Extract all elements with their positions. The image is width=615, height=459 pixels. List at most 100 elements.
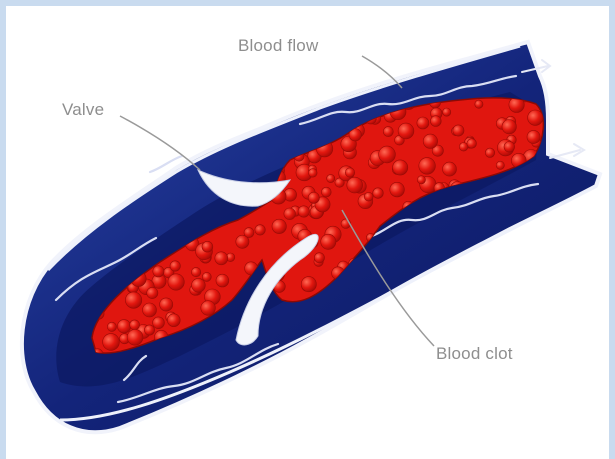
frame-right-band	[609, 0, 615, 459]
clot-cell	[165, 110, 174, 119]
clot-cell	[123, 170, 135, 182]
clot-cell	[95, 147, 105, 157]
clot-cell	[202, 272, 211, 281]
clot-cell	[168, 106, 178, 116]
clot-cell	[92, 180, 101, 189]
clot-cell	[192, 278, 206, 292]
label-blood-flow: Blood flow	[238, 36, 318, 56]
clot-cell	[94, 175, 105, 186]
clot-cell	[513, 266, 521, 274]
clot-cell	[530, 316, 538, 324]
clot-cell	[147, 287, 158, 298]
clot-cell	[497, 269, 513, 285]
clot-cell	[142, 92, 157, 107]
clot-cell	[131, 142, 146, 157]
clot-cell	[417, 176, 425, 184]
clot-cell	[236, 99, 245, 108]
clot-cell	[237, 116, 251, 130]
clot-cell	[507, 232, 520, 245]
clot-cell	[538, 311, 553, 326]
clot-cell	[502, 120, 516, 134]
label-blood-clot: Blood clot	[436, 344, 513, 364]
clot-cell	[536, 255, 551, 270]
clot-cell	[133, 133, 142, 142]
clot-cell	[216, 274, 229, 287]
clot-cell	[427, 295, 440, 308]
clot-cell	[393, 160, 408, 175]
clot-cell	[308, 192, 319, 203]
clot-cell	[323, 346, 334, 357]
clot-cell	[454, 292, 464, 302]
clot-cell	[83, 143, 97, 157]
clot-cell	[125, 184, 134, 193]
clot-cell	[135, 178, 144, 187]
frame-left-band	[0, 0, 6, 459]
clot-cell	[467, 139, 477, 149]
clot-cell	[398, 123, 414, 139]
clot-cell	[406, 292, 415, 301]
clot-cell	[442, 273, 452, 283]
flow-arrow-right	[550, 144, 584, 158]
clot-cell	[121, 133, 133, 145]
clot-cell	[298, 206, 309, 217]
clot-cell	[510, 311, 526, 327]
clot-cell	[390, 182, 405, 197]
clot-cell	[195, 123, 206, 134]
clot-cell	[118, 120, 128, 130]
clot-cell	[201, 301, 216, 316]
clot-cell	[160, 298, 173, 311]
clot-cell	[106, 187, 118, 199]
clot-cell	[432, 297, 446, 311]
clot-cell	[250, 112, 262, 124]
clot-cell	[125, 292, 141, 308]
clot-cell	[221, 97, 234, 110]
clot-cell	[321, 234, 336, 249]
clot-cell	[144, 325, 154, 335]
clot-cell	[195, 135, 204, 144]
clot-cell	[107, 322, 116, 331]
clot-cell	[439, 295, 448, 304]
clot-cell	[184, 122, 194, 132]
clot-cell	[370, 307, 383, 320]
clot-cell	[430, 116, 441, 127]
clot-cell	[89, 156, 105, 172]
clot-cell	[526, 331, 542, 347]
clot-cell	[202, 241, 213, 252]
clot-cell	[225, 109, 234, 118]
clot-cell	[129, 105, 144, 120]
clot-cell	[423, 134, 437, 148]
clot-cell	[284, 208, 296, 220]
clot-cell	[501, 302, 510, 311]
clot-cell	[305, 94, 315, 104]
clot-cell	[409, 349, 417, 357]
clot-cell	[443, 275, 459, 291]
clot-cell	[327, 174, 335, 182]
clot-cell	[130, 320, 140, 330]
clot-cell	[191, 267, 200, 276]
clot-cell	[108, 157, 120, 169]
clot-cell	[148, 153, 161, 166]
clot-cell	[135, 170, 144, 179]
clot-cell	[527, 130, 540, 143]
clot-cell	[91, 139, 102, 150]
clot-cell	[444, 329, 457, 342]
clot-cell	[383, 127, 393, 137]
clot-cell	[153, 317, 165, 329]
clot-cell	[116, 149, 125, 158]
clot-cell	[379, 146, 396, 163]
clot-cell	[419, 158, 436, 175]
clot-cell	[524, 297, 540, 313]
clot-cell	[427, 326, 441, 340]
clot-cell	[364, 192, 373, 201]
clot-cell	[535, 260, 549, 274]
clot-cell	[407, 291, 422, 306]
clot-cell	[525, 227, 533, 235]
clot-cell	[168, 274, 184, 290]
clot-cell	[137, 172, 149, 184]
clot-cell	[153, 266, 164, 277]
clot-cell	[85, 199, 98, 212]
clot-cell	[500, 247, 512, 259]
clot-cell	[318, 351, 326, 359]
clot-cell	[245, 108, 261, 124]
clot-cell	[504, 142, 515, 153]
